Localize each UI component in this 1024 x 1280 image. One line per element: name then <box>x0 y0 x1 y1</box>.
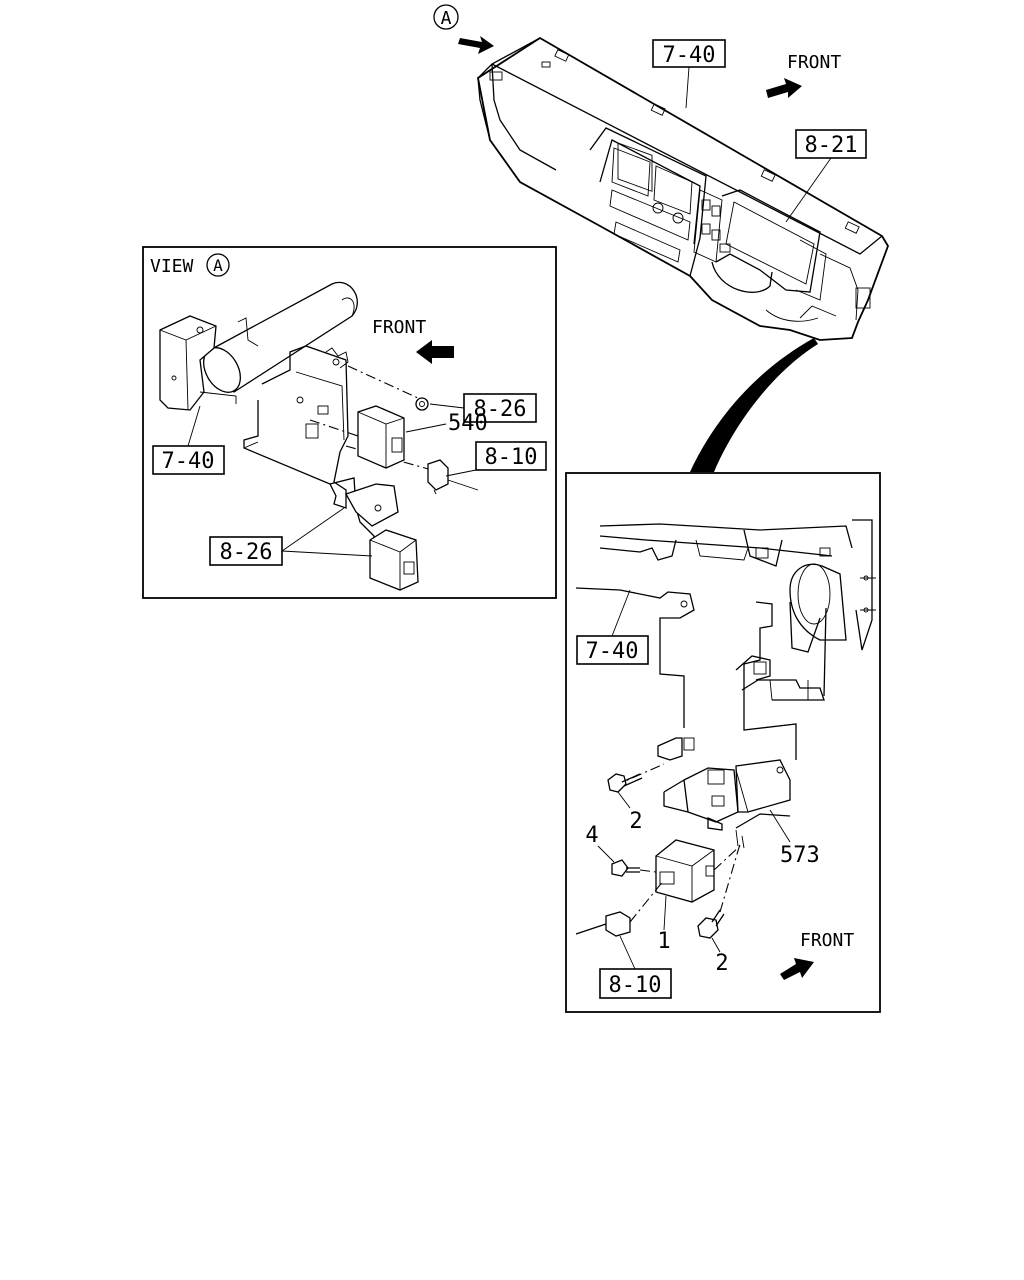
detail-panel: 7-40 2 573 4 1 2 8-10 FRONT <box>565 472 881 1013</box>
front-label-detail: FRONT <box>800 930 854 951</box>
ref-dashboard: 7-40 <box>663 43 716 68</box>
view-a-panel: VIEW A FRONT <box>142 246 557 599</box>
part-number-bolt-lower: 2 <box>715 951 728 976</box>
ref-cluster: 8-21 <box>805 133 858 158</box>
part-number-screw: 4 <box>585 823 598 848</box>
front-label-main: FRONT <box>787 52 841 73</box>
view-a-title-marker: A <box>213 256 223 275</box>
view-a-title: VIEW <box>150 256 194 277</box>
dashboard-outline <box>477 36 889 341</box>
ref-box-detail-harness <box>599 968 672 999</box>
part-number-bracket: 573 <box>780 843 820 868</box>
ref-detail-crossmember: 7-40 <box>586 639 639 664</box>
front-label-view-a: FRONT <box>372 317 426 338</box>
ref-view-a-lower-relay: 8-26 <box>220 540 273 565</box>
view-a-frame <box>142 246 557 599</box>
front-arrow-detail <box>780 958 814 980</box>
detail-frame <box>565 472 881 1013</box>
ref-view-a-top-nut: 8-26 <box>474 397 527 422</box>
ref-view-a-crossmember: 7-40 <box>162 449 215 474</box>
detail-callout-arrow <box>690 338 818 472</box>
view-a-marker: A <box>441 8 452 29</box>
ref-box-dashboard <box>652 39 726 68</box>
part-number-bolt-upper: 2 <box>629 809 642 834</box>
ref-box-view-a-harness <box>475 441 547 471</box>
front-arrow-view-a <box>416 340 454 364</box>
part-number-module: 540 <box>448 411 488 436</box>
view-a-marker-circle <box>433 4 459 30</box>
view-a-arrow <box>458 36 494 54</box>
ref-box-view-a-crossmember <box>152 445 225 475</box>
dashboard-overview: A <box>433 4 889 341</box>
part-number-relay: 1 <box>657 929 670 954</box>
front-arrow-main <box>766 78 802 98</box>
ref-box-view-a-lower-relay <box>209 536 283 566</box>
ref-box-detail-crossmember <box>576 635 649 665</box>
ref-view-a-harness: 8-10 <box>485 445 538 470</box>
ref-detail-harness: 8-10 <box>609 973 662 998</box>
